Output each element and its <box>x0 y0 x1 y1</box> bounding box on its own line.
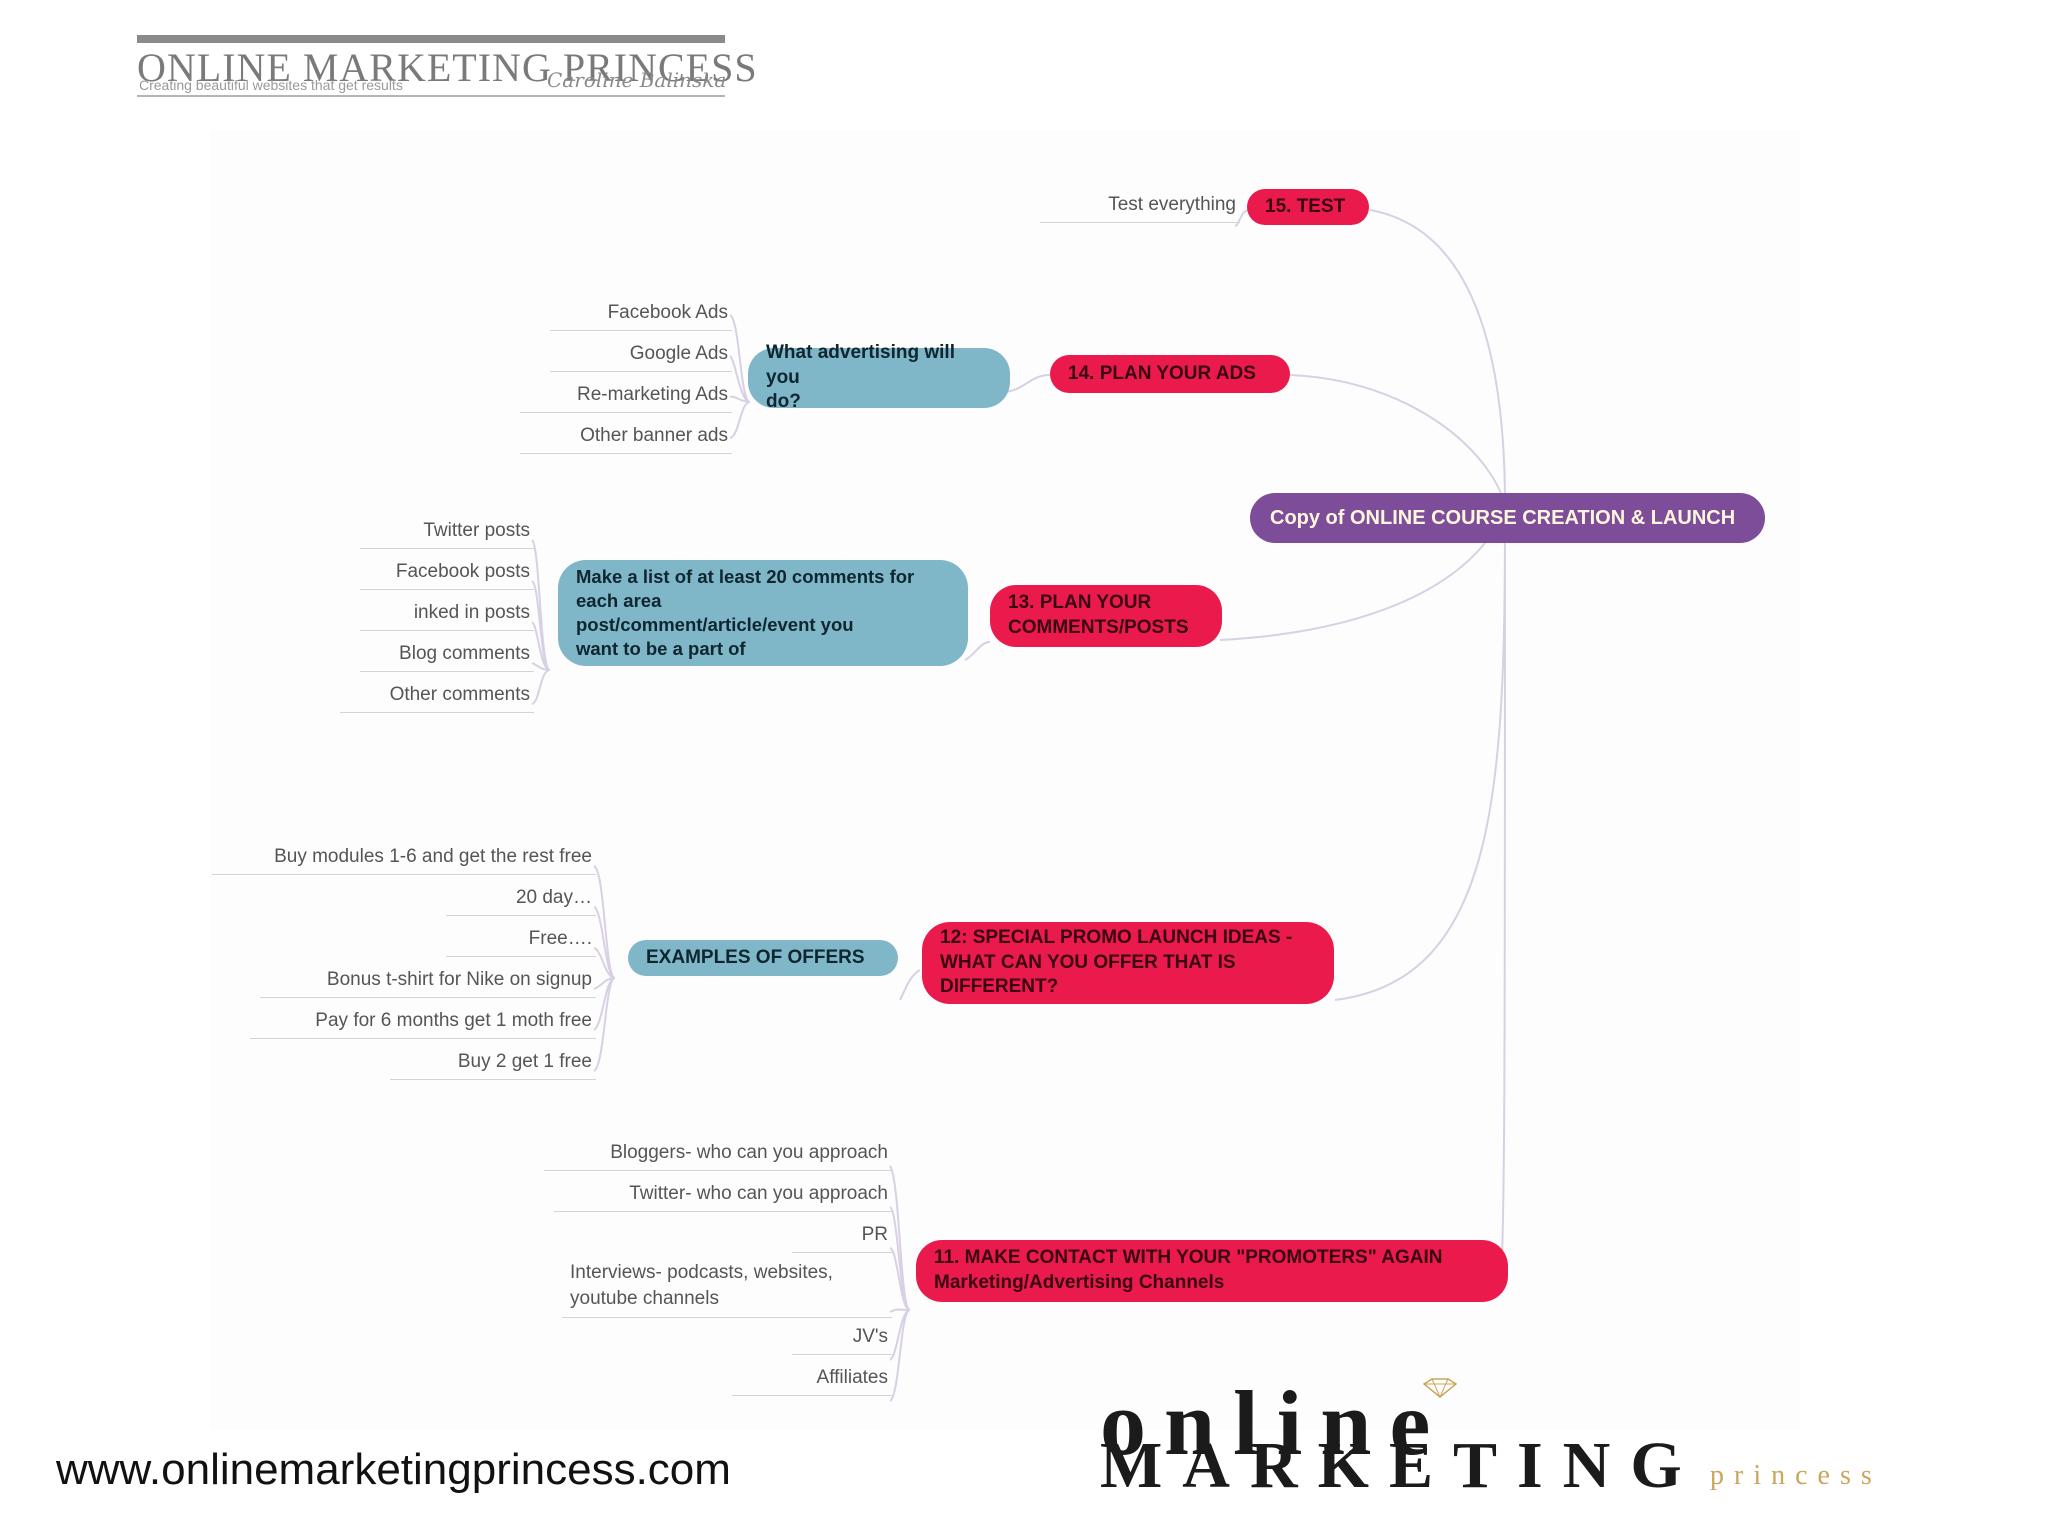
sub-advertising-line-1: What advertising will you <box>766 341 955 388</box>
central-topic-label: Copy of ONLINE COURSE CREATION & LAUNCH <box>1270 507 1736 529</box>
branch-14-label: 14. PLAN YOUR ADS <box>1068 362 1256 384</box>
branch-12-special-promo[interactable]: 12: SPECIAL PROMO LAUNCH IDEAS - WHAT CA… <box>922 922 1334 1004</box>
leaf-bloggers: Bloggers- who can you approach <box>544 1142 892 1171</box>
sub-comments-line-4: want to be a part of <box>576 638 746 660</box>
leaf-20-day: 20 day… <box>446 887 596 916</box>
footer-logo: online MARKETING princess <box>1100 1372 1990 1502</box>
leaf-linkedin-posts: inked in posts <box>360 602 534 631</box>
header-logo-tagline: Creating beautiful websites that get res… <box>139 77 403 93</box>
sub-examples-of-offers[interactable]: EXAMPLES OF OFFERS <box>628 940 898 976</box>
branch-12-label-line-3: DIFFERENT? <box>940 976 1059 998</box>
leaf-facebook-posts: Facebook posts <box>360 561 534 590</box>
sub-advertising-question[interactable]: What advertising will you do? <box>748 342 1010 412</box>
connector-14-sub <box>1004 374 1051 393</box>
header-logo: ONLINE MARKETING PRINCESS Creating beaut… <box>137 35 757 97</box>
branch-13-label-line-2: COMMENTS/POSTS <box>1008 617 1189 638</box>
leaf-buy-modules: Buy modules 1-6 and get the rest free <box>212 846 596 875</box>
branch-14-plan-your-ads[interactable]: 14. PLAN YOUR ADS <box>1050 355 1290 393</box>
mind-map: Copy of ONLINE COURSE CREATION & LAUNCH … <box>210 130 1800 1430</box>
leaf-other-comments: Other comments <box>340 684 534 713</box>
leaf-google-ads: Google Ads <box>550 343 732 372</box>
branch-11-label-line-1: 11. MAKE CONTACT WITH YOUR "PROMOTERS" A… <box>934 1247 1443 1269</box>
mind-map-connectors <box>531 209 1506 1402</box>
leaf-pr: PR <box>792 1224 892 1253</box>
footer-logo-word-online: online <box>1100 1372 1449 1474</box>
leaf-interviews: Interviews- podcasts, websites, youtube … <box>562 1260 892 1319</box>
footer-logo-word-marketing: MARKETING <box>1100 1429 1702 1502</box>
sub-comments-line-3: post/comment/article/event you <box>576 614 854 635</box>
branch-13-plan-comments[interactable]: 13. PLAN YOUR COMMENTS/POSTS <box>990 585 1222 647</box>
leaf-blog-comments: Blog comments <box>360 643 534 672</box>
header-logo-signature: Caroline Balinska <box>547 68 727 92</box>
connector-12-leaves <box>593 865 616 1072</box>
footer-logo-word-princess: princess <box>1710 1460 1882 1491</box>
leaf-jvs: JV's <box>792 1326 892 1355</box>
sub-comments-list[interactable]: Make a list of at least 20 comments for … <box>558 560 968 666</box>
sub-advertising-line-2: do? <box>766 391 801 413</box>
connector-central-15 <box>1369 209 1506 506</box>
sub-comments-line-2: each area <box>576 589 662 611</box>
leaf-facebook-ads: Facebook Ads <box>550 302 732 331</box>
leaf-test-everything: Test everything <box>1040 194 1240 223</box>
leaf-other-banner-ads: Other banner ads <box>520 425 732 454</box>
diamond-icon <box>1422 1378 1458 1398</box>
header-logo-name: ONLINE MARKETING PRINCESS <box>137 45 758 90</box>
branch-12-label-line-1: 12: SPECIAL PROMO LAUNCH IDEAS - <box>940 926 1293 948</box>
sub-examples-label: EXAMPLES OF OFFERS <box>646 946 865 968</box>
leaf-twitter-posts: Twitter posts <box>360 520 534 549</box>
connector-13-leaves <box>531 539 551 705</box>
connector-13-sub <box>964 641 991 661</box>
branch-12-label-line-2: WHAT CAN YOU OFFER THAT IS <box>940 951 1236 973</box>
connector-central-14 <box>1289 374 1506 506</box>
leaf-pay-for-6-months: Pay for 6 months get 1 moth free <box>250 1010 596 1039</box>
header-logo-bar <box>137 35 725 43</box>
branch-11-make-contact[interactable]: 11. MAKE CONTACT WITH YOUR "PROMOTERS" A… <box>916 1240 1508 1302</box>
connector-12-sub <box>899 969 921 1001</box>
branch-11-label-line-2: Marketing/Advertising Channels <box>934 1272 1225 1293</box>
leaf-buy-2-get-1: Buy 2 get 1 free <box>390 1051 596 1080</box>
connector-central-11 <box>1499 504 1506 1286</box>
connector-11-leaves <box>889 1165 911 1402</box>
connector-central-12 <box>1334 504 1506 1001</box>
central-topic[interactable]: Copy of ONLINE COURSE CREATION & LAUNCH <box>1250 493 1765 543</box>
sub-comments-line-1: Make a list of at least 20 comments for <box>576 565 915 587</box>
leaf-affiliates: Affiliates <box>732 1367 892 1396</box>
leaf-interviews-line-1: Interviews- podcasts, websites, <box>570 1262 833 1283</box>
header-logo-rule <box>137 95 725 97</box>
leaf-twitter-approach: Twitter- who can you approach <box>554 1183 892 1212</box>
branch-15-label: 15. TEST <box>1265 195 1346 217</box>
leaf-bonus-tshirt: Bonus t-shirt for Nike on signup <box>260 969 596 998</box>
branch-15-test[interactable]: 15. TEST <box>1247 189 1369 225</box>
leaf-free: Free…. <box>446 928 596 957</box>
leaf-remarketing-ads: Re-marketing Ads <box>520 384 732 413</box>
connector-14-leaves <box>729 314 751 439</box>
leaf-interviews-line-2: youtube channels <box>570 1287 719 1309</box>
footer-website-url: www.onlinemarketingprincess.com <box>56 1445 731 1494</box>
branch-13-label-line-1: 13. PLAN YOUR <box>1008 592 1152 614</box>
